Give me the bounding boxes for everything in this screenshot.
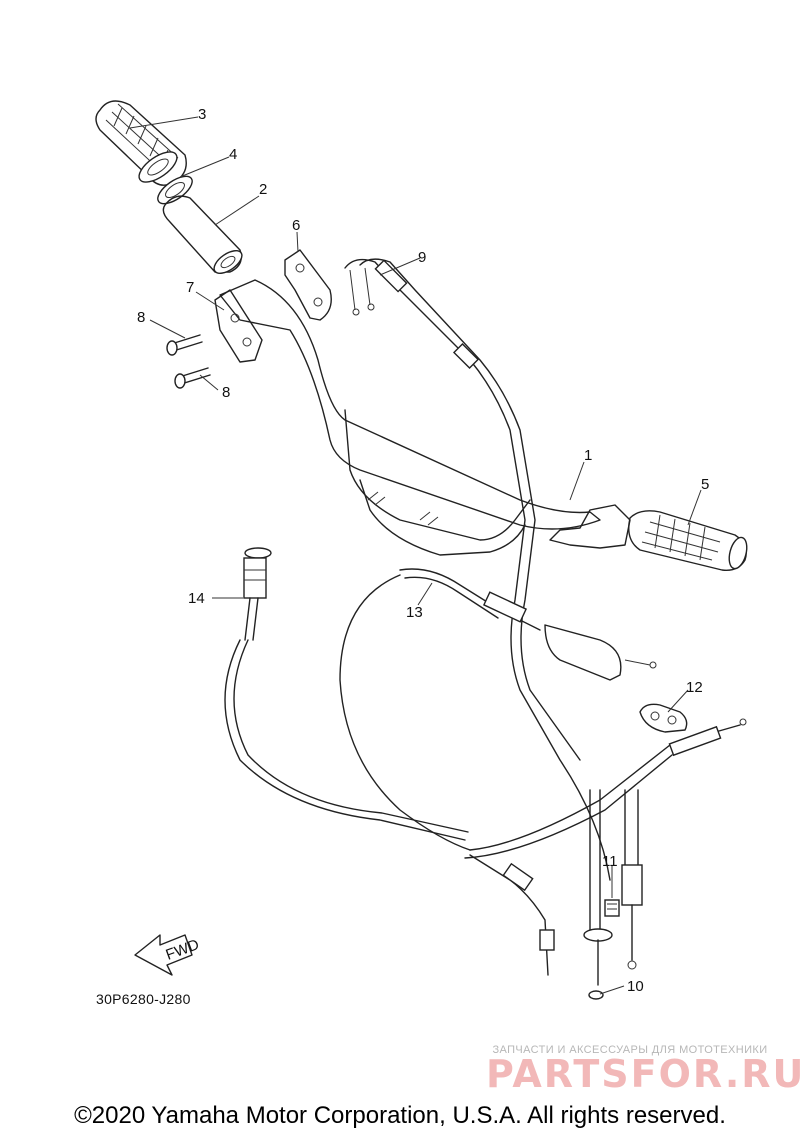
watermark-logo: PARTSFOR.RU <box>486 1052 800 1096</box>
callout-11: 11 <box>602 853 618 870</box>
callout-12: 12 <box>686 679 703 696</box>
callout-8-upper: 8 <box>137 309 145 326</box>
callout-14: 14 <box>188 590 205 607</box>
callout-1: 1 <box>584 447 592 464</box>
callout-5: 5 <box>701 476 709 493</box>
leader-lines <box>129 116 702 995</box>
diagram-code: 30P6280-J280 <box>96 991 191 1007</box>
callout-3: 3 <box>198 106 206 123</box>
callout-10: 10 <box>627 978 644 995</box>
handlebar-part <box>219 279 601 556</box>
clutch-cable-part <box>339 568 657 851</box>
screw-upper-part <box>166 334 203 356</box>
adjuster-bolt-part <box>604 899 620 917</box>
callout-13: 13 <box>406 604 423 621</box>
copyright-notice: ©2020 Yamaha Motor Corporation, U.S.A. A… <box>74 1102 726 1129</box>
screw-lower-part <box>174 367 211 389</box>
right-grip-part <box>628 510 748 571</box>
callout-8-lower: 8 <box>222 384 230 401</box>
watermark-tagline: ЗАПЧАСТИ И АКСЕССУАРЫ ДЛЯ МОТОТЕХНИКИ <box>492 1044 768 1056</box>
callout-2: 2 <box>259 181 267 198</box>
lever-holder-part <box>549 504 631 549</box>
callout-7: 7 <box>186 279 194 296</box>
fwd-arrow-icon: FWD <box>134 934 202 976</box>
throttle-housing-lower-part <box>214 289 263 363</box>
starter-cable-part <box>224 547 469 841</box>
callout-6: 6 <box>292 217 300 234</box>
grip-ring-part <box>157 175 193 205</box>
throttle-cable-part <box>344 258 611 881</box>
fwd-label: FWD <box>164 936 202 964</box>
callout-9: 9 <box>418 249 426 266</box>
left-grip-part <box>95 100 187 186</box>
cable-holder-part <box>639 703 688 733</box>
callout-labels: 1 2 3 4 5 6 7 8 8 9 10 11 12 13 14 <box>137 106 709 995</box>
o-ring-part <box>588 990 604 1000</box>
callout-4: 4 <box>229 146 237 163</box>
throttle-housing-upper-part <box>284 249 332 321</box>
cable-ends-part <box>583 789 643 986</box>
throttle-sleeve-part <box>162 195 243 274</box>
